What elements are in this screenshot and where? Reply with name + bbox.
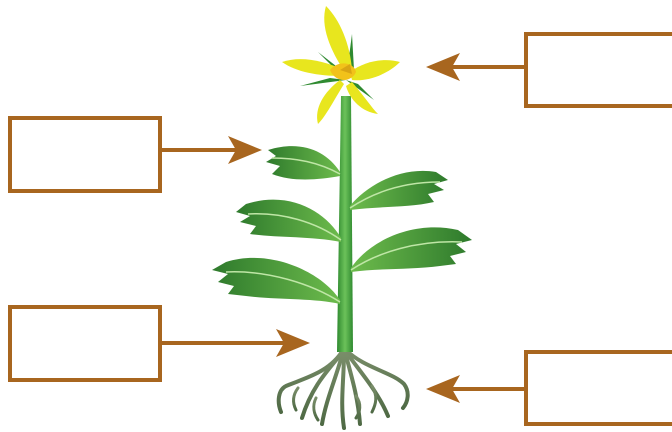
leaf-lower-right bbox=[351, 227, 472, 272]
arrow-leaf bbox=[162, 136, 262, 164]
leaf-lower-left bbox=[212, 258, 340, 304]
leaf-middle-left bbox=[236, 200, 341, 242]
arrow-stem bbox=[162, 329, 310, 357]
label-box-leaf[interactable] bbox=[10, 118, 160, 191]
leaf-upper-right bbox=[350, 171, 448, 210]
label-box-flower[interactable] bbox=[526, 34, 672, 106]
label-box-roots[interactable] bbox=[526, 352, 672, 424]
arrow-flower bbox=[426, 53, 524, 81]
arrow-roots bbox=[426, 375, 524, 403]
stem bbox=[337, 96, 353, 352]
label-box-stem[interactable] bbox=[10, 307, 160, 380]
leaf-upper-left bbox=[266, 146, 340, 179]
roots bbox=[279, 350, 408, 428]
